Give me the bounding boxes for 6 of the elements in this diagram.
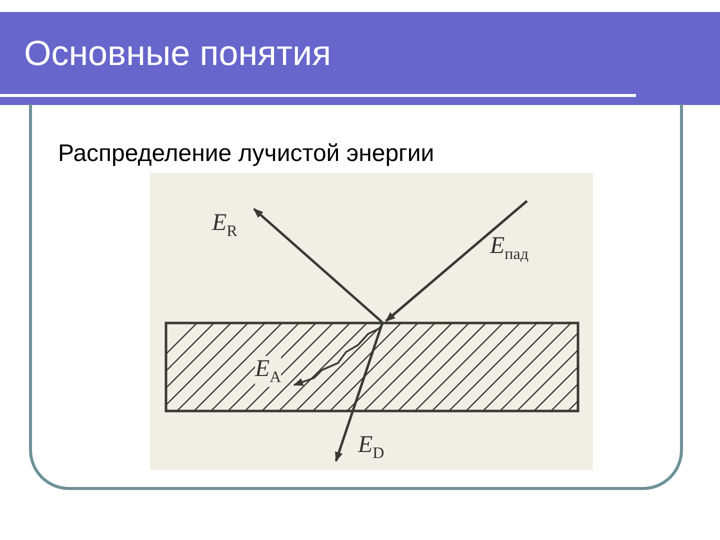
ray-label: E$_{A}$ [255,356,282,387]
slide-subtitle: Распределение лучистой энергии [58,140,434,168]
ray-label: E$_{пад}$ [490,233,528,264]
slide-title: Основные понятия [24,34,332,74]
ray-label: E$_{R}$ [212,210,238,241]
ray-label: E$_{D}$ [358,432,384,463]
